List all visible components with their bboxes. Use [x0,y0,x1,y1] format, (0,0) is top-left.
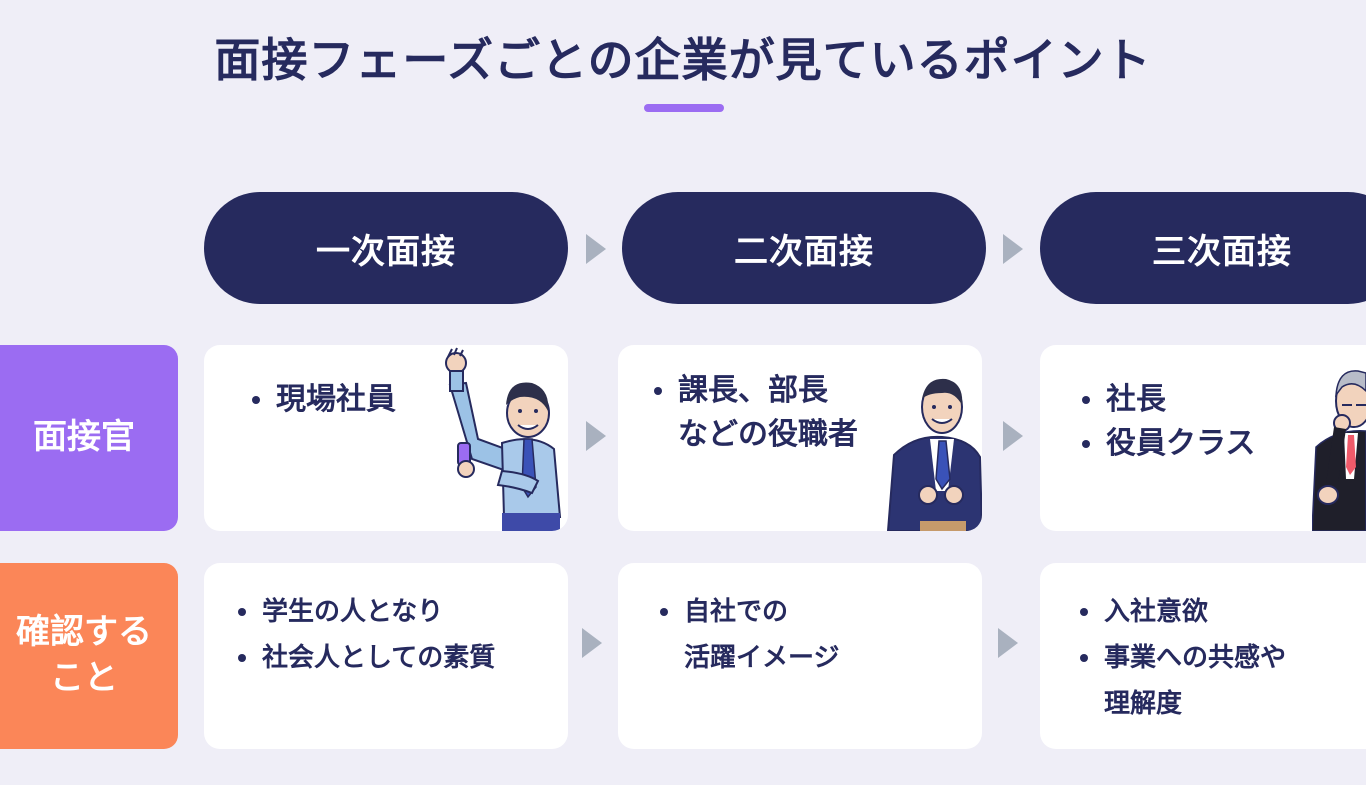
row-label-text: こと [50,658,118,698]
list-item: 自社での 活躍イメージ [660,589,839,681]
phase-label: 二次面接 [734,231,874,272]
list-item: 現場社員 [252,378,396,422]
interviewer-card-first: 現場社員 [204,345,568,531]
cheering-man-with-phone-icon [445,347,562,531]
interviewer-card-third: 社長 役員クラス [1040,345,1366,531]
row-label-check: 確認する こと [0,563,178,749]
interviewer-list: 現場社員 [252,378,396,422]
row-label-text: 面接官 [33,417,135,458]
phase-label: 一次面接 [316,231,456,272]
check-list: 学生の人となり 社会人としての素質 [238,589,495,681]
interviewer-card-second: 課長、部長 などの役職者 [618,345,982,531]
check-card-first: 学生の人となり 社会人としての素質 [204,563,568,749]
list-item: 課長、部長 などの役職者 [654,369,858,457]
arrow-right-icon [586,234,606,264]
arrow-right-icon [1003,234,1023,264]
page-title: 面接フェーズごとの企業が見ているポイント [214,33,1152,87]
arrow-right-icon [1003,421,1023,451]
list-item: 社会人としての素質 [238,635,495,681]
list-item-line: 自社での [684,597,789,627]
arrow-right-icon [582,628,602,658]
interviewer-list: 課長、部長 などの役職者 [654,369,858,457]
title-underline [644,104,724,112]
row-label-text: 確認する [16,612,152,653]
phase-label: 三次面接 [1152,231,1292,272]
list-item: 事業への共感や 理解度 [1080,635,1286,727]
list-item: 社長 [1082,378,1255,422]
check-list: 入社意欲 事業への共感や 理解度 [1080,589,1286,727]
check-list: 自社での 活躍イメージ [660,589,839,681]
list-item: 学生の人となり [238,589,495,635]
list-item-line: などの役職者 [678,417,858,452]
list-item-line: 活躍イメージ [684,643,840,673]
thinking-executive-icon [1312,370,1366,531]
phase-third-interview: 三次面接 [1040,192,1366,304]
list-item-line: 理解度 [1104,689,1183,719]
interviewer-list: 社長 役員クラス [1082,378,1255,466]
check-card-second: 自社での 活躍イメージ [618,563,982,749]
arrow-right-icon [586,421,606,451]
arrow-right-icon [998,628,1018,658]
row-label-interviewer: 面接官 [0,345,178,531]
smiling-manager-icon [886,378,982,531]
phase-second-interview: 二次面接 [622,192,986,304]
list-item-line: 課長、部長 [678,373,828,408]
list-item: 役員クラス [1082,422,1255,466]
phase-first-interview: 一次面接 [204,192,568,304]
list-item: 入社意欲 [1080,589,1286,635]
list-item-line: 事業への共感や [1104,643,1287,673]
check-card-third: 入社意欲 事業への共感や 理解度 [1040,563,1366,749]
